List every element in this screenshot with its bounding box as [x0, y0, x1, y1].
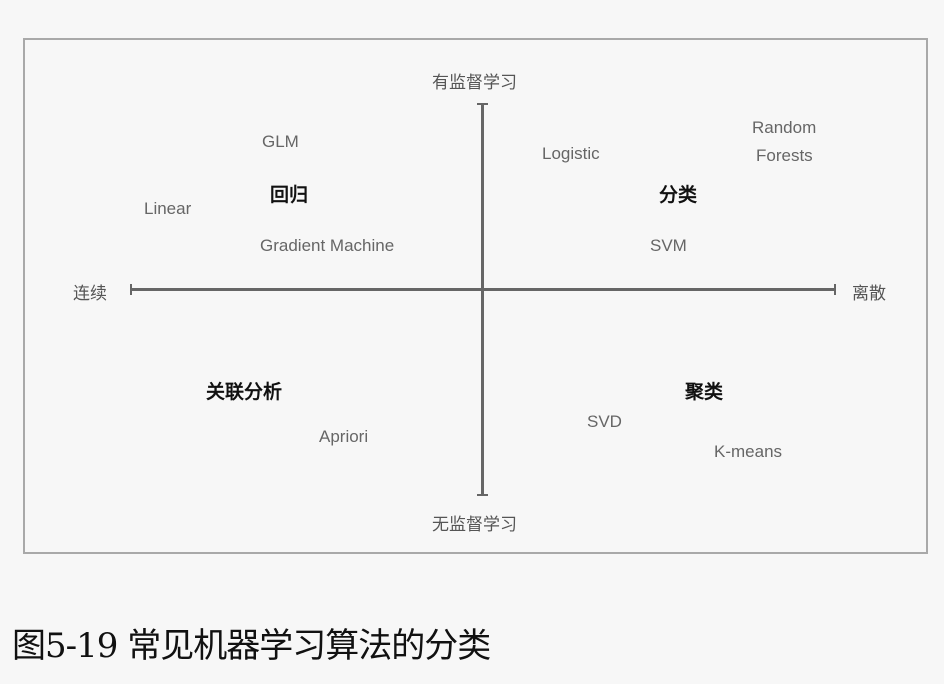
algorithm-svm: SVM [650, 236, 687, 255]
axis-left-cap [130, 284, 132, 295]
axis-right-cap [834, 284, 836, 295]
algorithm-apriori: Apriori [319, 427, 369, 446]
axis-label-supervised: 有监督学习 [432, 73, 517, 93]
axis-top-cap [477, 103, 488, 105]
axis-label-unsupervised: 无监督学习 [432, 515, 517, 535]
vertical-axis [477, 103, 488, 496]
category-association-analysis: 关联分析 [206, 381, 283, 403]
algorithm-linear: Linear [144, 199, 192, 218]
algorithm-k-means: K-means [714, 442, 783, 461]
category-regression: 回归 [270, 184, 309, 206]
algorithm-random-forests-line1: Random [752, 118, 817, 137]
axis-label-discrete: 离散 [852, 284, 886, 304]
axis-bottom-cap [477, 494, 488, 496]
category-classification: 分类 [659, 184, 698, 206]
algorithm-gradient-machine: Gradient Machine [260, 236, 395, 255]
category-clustering: 聚类 [685, 381, 724, 403]
algorithm-logistic: Logistic [542, 144, 600, 163]
axis-label-continuous: 连续 [73, 284, 107, 304]
diagram-frame [23, 38, 928, 554]
algorithm-random-forests-line2: Forests [756, 146, 813, 165]
algorithm-glm: GLM [262, 132, 299, 151]
figure-caption: 图5-19 常见机器学习算法的分类 [12, 626, 491, 666]
algorithm-svd: SVD [587, 412, 622, 431]
